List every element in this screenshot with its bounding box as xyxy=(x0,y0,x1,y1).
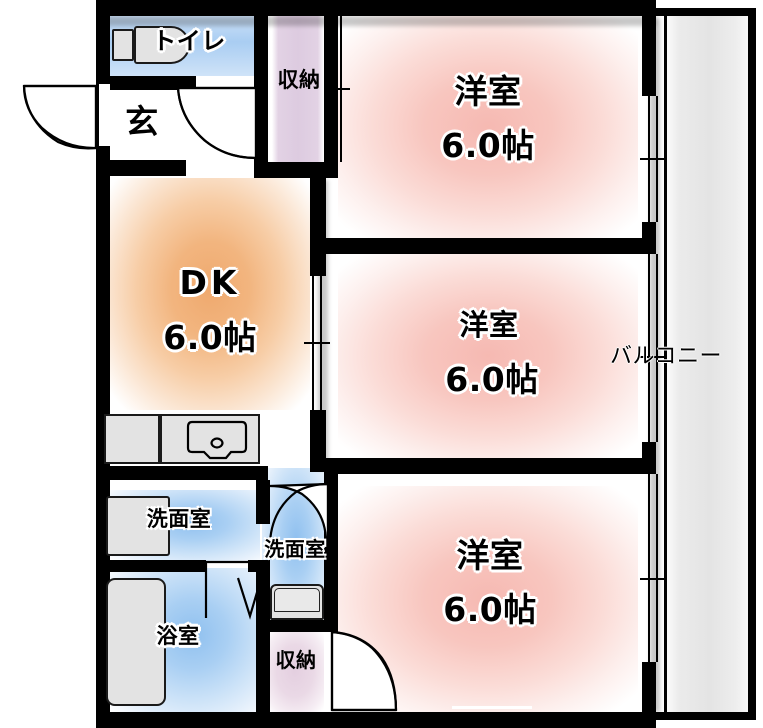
label-washroom-right: 洗面室 xyxy=(264,537,326,561)
label-room-mid-area: 6.0帖 xyxy=(445,360,539,399)
room-balcony xyxy=(664,14,748,712)
wall-outer-right-bottom xyxy=(642,662,656,728)
label-room-bottom-area: 6.0帖 xyxy=(443,590,537,629)
wall-outer-top xyxy=(96,0,656,16)
label-room-top-area: 6.0帖 xyxy=(441,126,535,165)
entrance-door[interactable] xyxy=(22,84,100,152)
room-washitsu-top xyxy=(338,14,638,240)
label-washroom-left: 洗面室 xyxy=(146,507,212,531)
wall-closet-bottom-top2 xyxy=(262,620,338,632)
washstand-unit-inner xyxy=(274,588,320,612)
wall-bath-corridor-upper xyxy=(256,480,270,524)
balcony-inner-line-left xyxy=(664,14,667,712)
wall-room-top-mid xyxy=(324,238,656,254)
window-bottom-room-inner xyxy=(656,474,658,662)
room-closet-bottom xyxy=(266,630,324,712)
wall-dk-rooms-lower xyxy=(310,410,326,472)
kitchen-counter xyxy=(104,414,160,464)
sliding-dk-mid-tick xyxy=(304,342,330,344)
vanity-basin xyxy=(106,496,170,556)
label-toilet: トイレ xyxy=(152,27,226,55)
wall-outer-bottom xyxy=(96,712,656,728)
window-top-room-tick xyxy=(640,158,666,160)
wall-outer-right-mid2 xyxy=(642,442,656,474)
wall-toilet-genkan xyxy=(110,76,196,90)
basin-drain-icon xyxy=(110,518,128,536)
label-room-bottom-name: 洋室 xyxy=(456,536,524,575)
wall-closet-right xyxy=(324,14,338,176)
bath-folding-door[interactable] xyxy=(204,560,270,622)
closet-bottom-door[interactable] xyxy=(330,630,398,712)
wall-bath-corridor xyxy=(256,572,270,712)
wall-corridor-room-lower xyxy=(324,556,338,630)
wall-outer-left-dk xyxy=(96,176,110,480)
label-room-mid-name: 洋室 xyxy=(459,308,519,342)
window-mid-room-inner xyxy=(656,254,658,442)
label-bath: 浴室 xyxy=(156,624,200,648)
wall-hall-closet xyxy=(254,14,268,76)
wall-balcony-right xyxy=(748,8,756,720)
room-closet-top xyxy=(272,14,324,162)
wall-genkan-door-jamb xyxy=(96,84,99,146)
window-mid-room-tick xyxy=(640,356,666,358)
window-bottom-room-outer xyxy=(648,474,650,662)
kitchen-sink-basin-icon xyxy=(186,420,248,460)
wall-outer-left-top xyxy=(96,0,110,84)
room-washitsu-mid xyxy=(338,252,638,460)
label-dk-area: 6.0帖 xyxy=(163,318,257,357)
wall-closet-bottom-top xyxy=(254,162,338,178)
window-mid-room-outer xyxy=(648,254,650,442)
wall-dk-rooms-upper xyxy=(310,176,326,276)
room-dk xyxy=(110,178,310,410)
wall-hall-closet-lower xyxy=(254,90,268,176)
wall-room-mid-bottom xyxy=(324,458,656,474)
sliding-dk-mid-inner xyxy=(320,276,322,412)
wall-washroom-bath xyxy=(110,560,206,572)
window-sill-bottom xyxy=(452,706,532,709)
wall-balcony-bottom xyxy=(656,712,756,720)
toilet-door[interactable] xyxy=(176,86,258,160)
sliding-dk-mid-outer xyxy=(312,276,314,412)
label-room-top-name: 洋室 xyxy=(454,72,522,111)
bathtub xyxy=(106,578,166,706)
washroom-door[interactable] xyxy=(268,482,330,544)
label-genkan: 玄 xyxy=(125,102,159,141)
wall-outer-right-mid1 xyxy=(642,222,656,254)
dim-tick-closet-top xyxy=(324,88,342,90)
toilet-bowl xyxy=(134,26,190,64)
label-dk-name: DK xyxy=(179,263,241,302)
window-bottom-room-tick xyxy=(640,578,666,580)
toilet-tank xyxy=(112,29,134,61)
wall-genkan-bottom xyxy=(96,160,186,176)
wall-toilet-right-nub xyxy=(254,76,268,90)
wall-dk-bottom xyxy=(96,466,268,480)
wall-outer-right-top xyxy=(642,0,656,96)
label-closet-top: 収納 xyxy=(277,68,321,92)
label-balcony: バルコニー xyxy=(610,344,723,369)
wall-balcony-top xyxy=(656,8,756,16)
label-closet-bottom: 収納 xyxy=(275,648,317,672)
